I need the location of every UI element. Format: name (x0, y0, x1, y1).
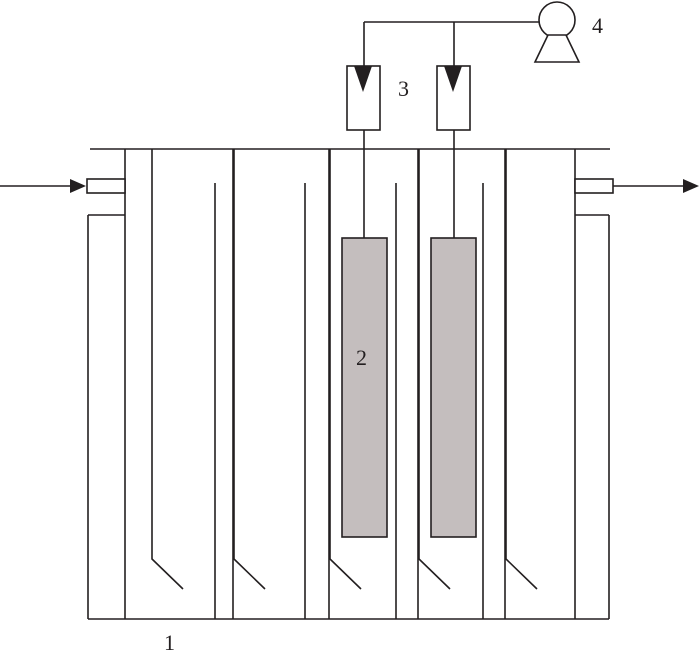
compartment-dividers (232, 149, 506, 619)
label-pump: 4 (592, 13, 603, 38)
outlet-pipe (574, 178, 614, 194)
label-flowmeter: 3 (398, 76, 409, 101)
baffle (151, 149, 184, 590)
flowmeter-arrow (354, 66, 372, 92)
pump-body (538, 1, 576, 39)
membrane-module (430, 237, 477, 538)
outlet (574, 178, 699, 194)
pump-piping (363, 21, 539, 66)
baffle (329, 149, 362, 590)
outlet-arrowhead (683, 179, 699, 193)
membrane-module (341, 237, 388, 538)
hanging-baffles (151, 149, 538, 590)
standing-baffles (214, 183, 484, 619)
membrane-modules (341, 237, 477, 538)
flowmeter-arrow (444, 66, 462, 92)
baffle (418, 149, 451, 590)
tank (87, 148, 610, 620)
baffle (233, 149, 266, 590)
pump (533, 1, 581, 63)
label-membrane: 2 (356, 345, 367, 370)
inlet-pipe (86, 178, 126, 194)
inlet-arrowhead (70, 179, 86, 193)
label-reactor: 1 (164, 630, 175, 655)
inlet (0, 178, 126, 194)
baffle (505, 149, 538, 590)
pump-base (533, 34, 581, 63)
